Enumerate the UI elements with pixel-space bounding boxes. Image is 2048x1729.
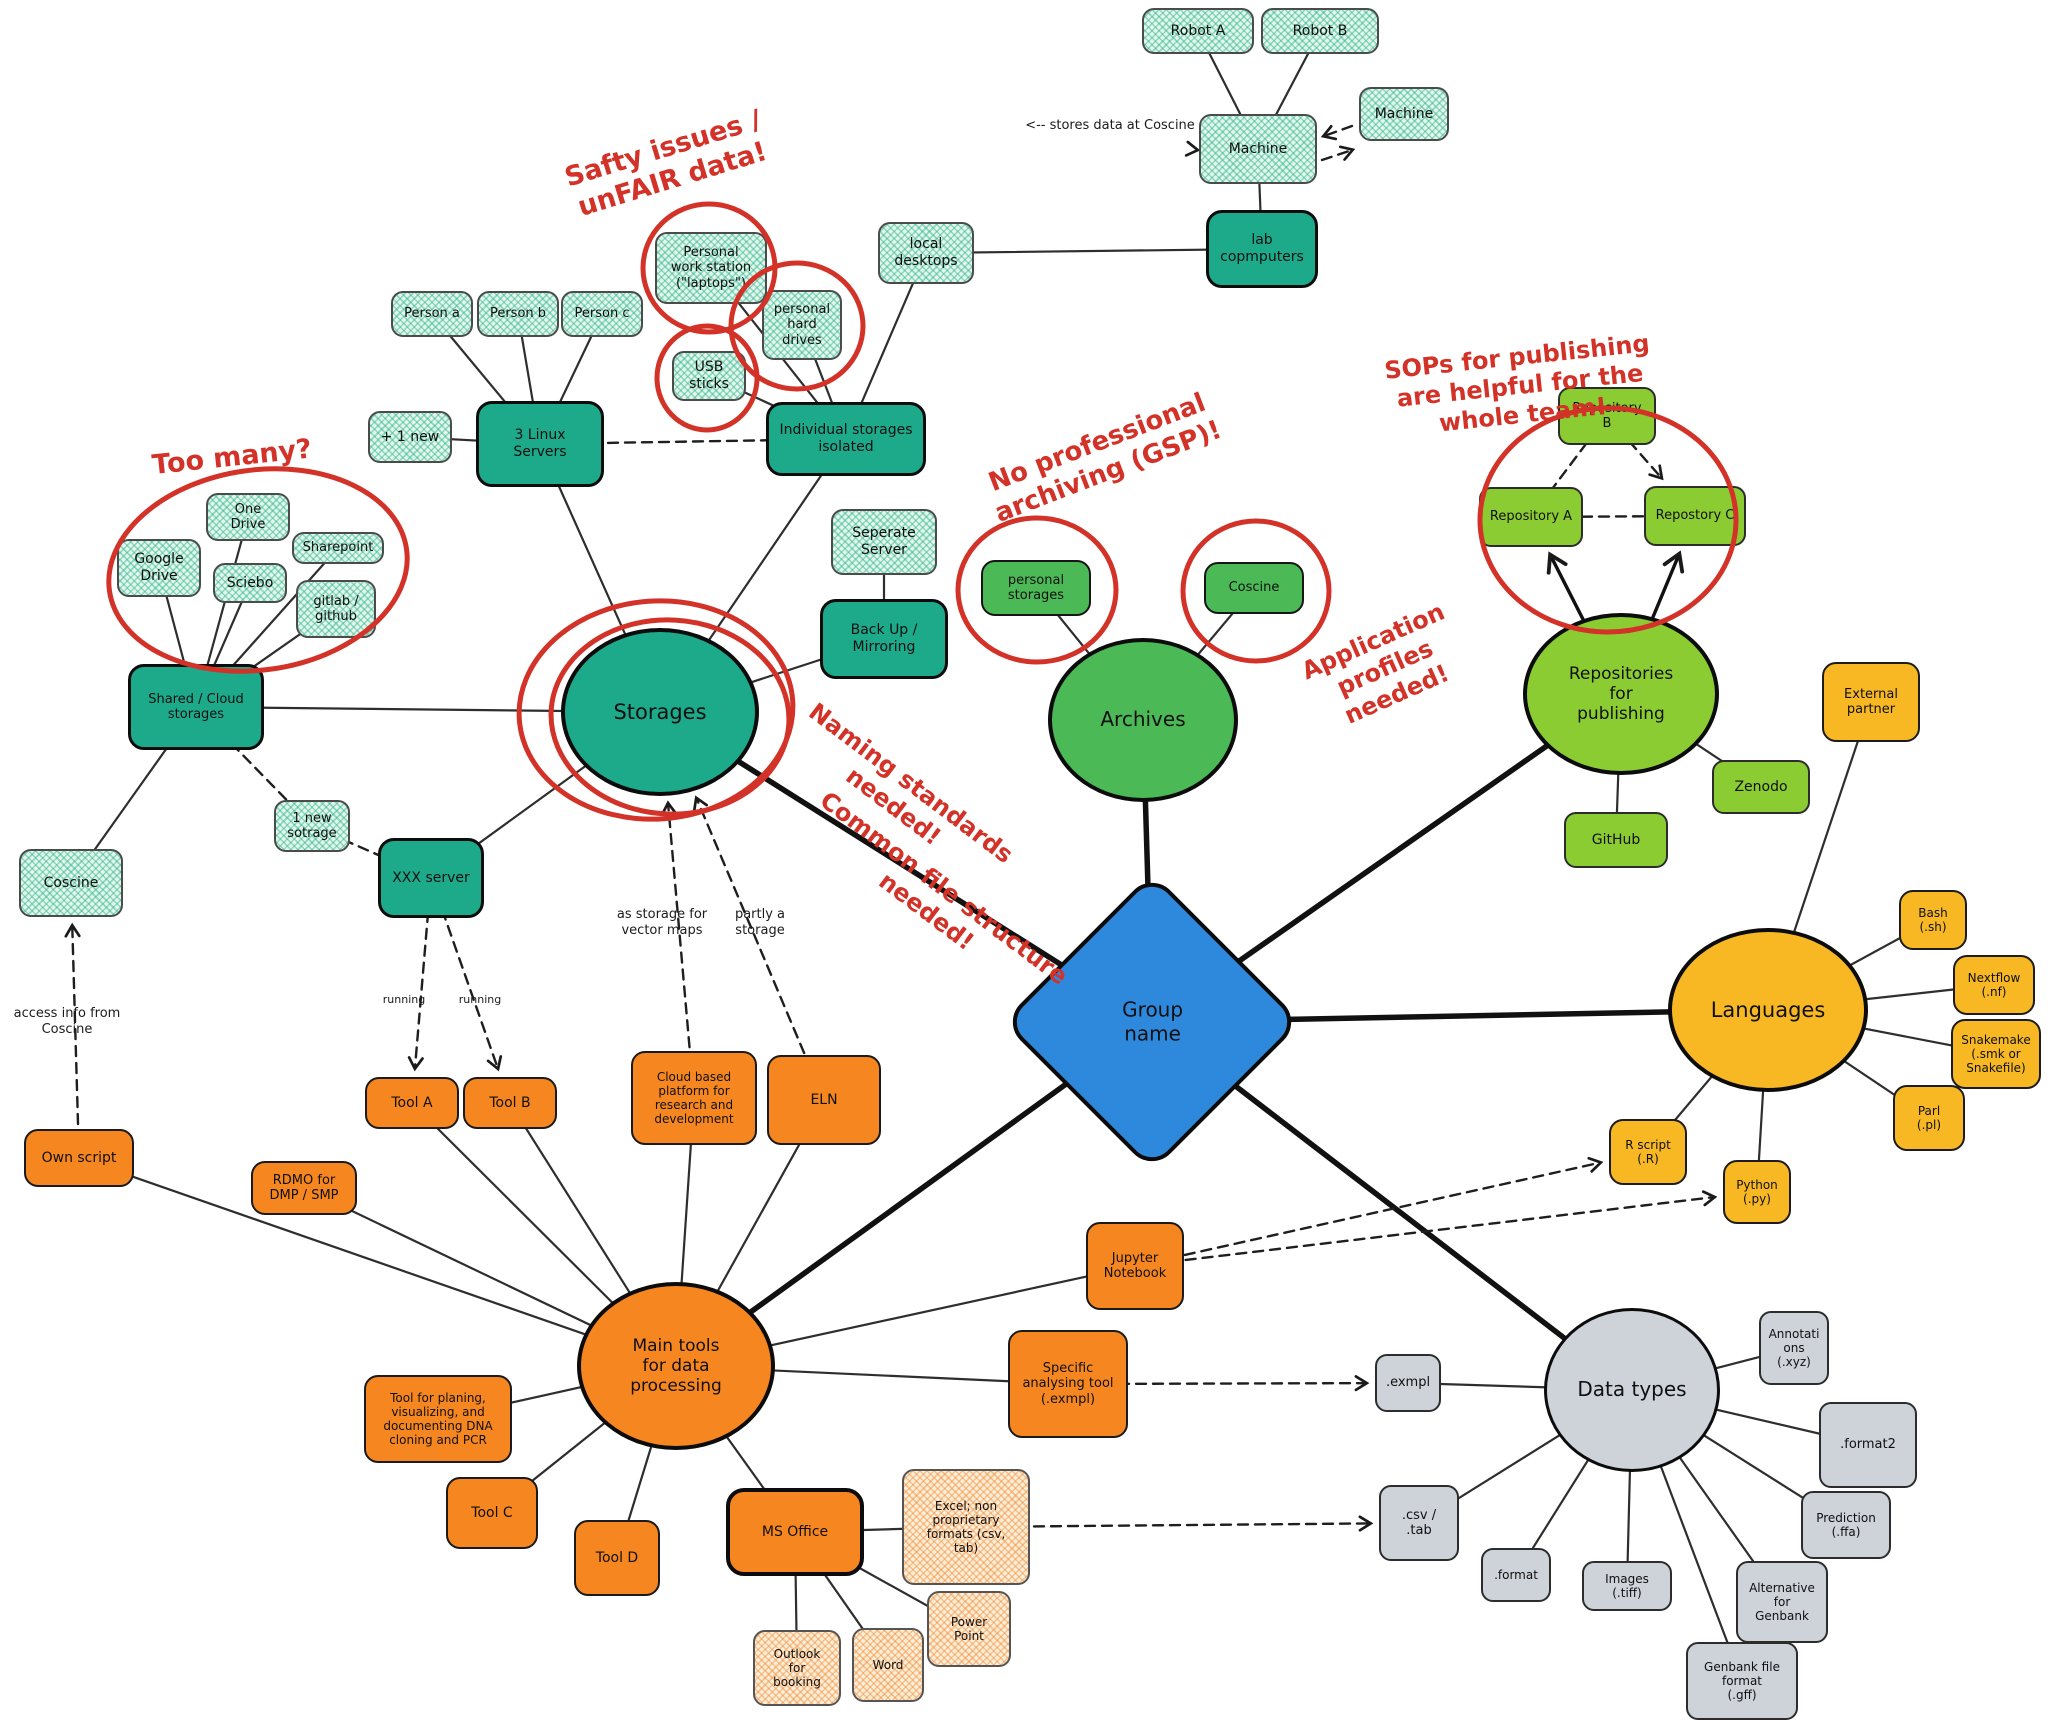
node-machine-b[interactable]: Machine xyxy=(1359,87,1449,141)
node-format[interactable]: .format xyxy=(1481,1548,1551,1602)
node-plus-1-new[interactable]: + 1 new xyxy=(368,411,452,463)
node-format2[interactable]: .format2 xyxy=(1819,1402,1917,1488)
label-access-info: access info from Coscine xyxy=(13,1005,121,1037)
node-snakemake[interactable]: Snakemake (.smk or Snakefile) xyxy=(1951,1019,2041,1089)
node-specific-tool[interactable]: Specific analysing tool (.exmpl) xyxy=(1008,1330,1128,1438)
node-personal-storages[interactable]: personal storages xyxy=(981,560,1091,616)
label-stores-data: <-- stores data at Coscine xyxy=(1025,117,1195,133)
node-shared-cloud[interactable]: Shared / Cloud storages xyxy=(128,664,264,750)
node-tool-c[interactable]: Tool C xyxy=(446,1477,538,1549)
node-lab-computers[interactable]: lab copmputers xyxy=(1206,210,1318,288)
node-word[interactable]: Word xyxy=(852,1628,924,1702)
node-local-desktops[interactable]: local desktops xyxy=(878,222,974,284)
node-own-script[interactable]: Own script xyxy=(24,1129,134,1187)
node-personal-hard-drives[interactable]: personal hard drives xyxy=(762,290,842,360)
node-person-a[interactable]: Person a xyxy=(391,291,473,337)
node-robot-b[interactable]: Robot B xyxy=(1261,8,1379,54)
label-as-storage: as storage for vector maps xyxy=(616,906,708,938)
node-ms-office[interactable]: MS Office xyxy=(726,1488,864,1576)
node-usb-sticks[interactable]: USB sticks xyxy=(672,351,746,401)
node-repository-b[interactable]: Repository B xyxy=(1558,387,1656,445)
node-one-drive[interactable]: One Drive xyxy=(206,493,290,541)
node-main-tools[interactable]: Main tools for data processing xyxy=(577,1282,775,1450)
node-repository-a[interactable]: Repository A xyxy=(1479,487,1583,547)
node-csv-tab[interactable]: .csv / .tab xyxy=(1379,1485,1459,1561)
node-python[interactable]: Python (.py) xyxy=(1723,1160,1791,1224)
node-seperate-server[interactable]: Seperate Server xyxy=(831,509,937,575)
node-exmpl[interactable]: .exmpl xyxy=(1375,1354,1441,1412)
node-tool-a[interactable]: Tool A xyxy=(365,1077,459,1129)
node-power-point[interactable]: Power Point xyxy=(927,1591,1011,1667)
node-r-script[interactable]: R script (.R) xyxy=(1609,1119,1687,1185)
node-person-b[interactable]: Person b xyxy=(477,291,559,337)
node-sciebo[interactable]: Sciebo xyxy=(213,563,287,603)
node-repositories[interactable]: Repositories for publishing xyxy=(1523,613,1719,775)
node-linux-servers[interactable]: 3 Linux Servers xyxy=(476,401,604,487)
node-outlook[interactable]: Outlook for booking xyxy=(753,1630,841,1706)
node-machine[interactable]: Machine xyxy=(1199,114,1317,184)
node-one-new-sotrage[interactable]: 1 new sotrage xyxy=(274,800,350,852)
node-alt-genbank[interactable]: Alternative for Genbank xyxy=(1736,1561,1828,1643)
node-robot-a[interactable]: Robot A xyxy=(1142,8,1254,54)
node-external-partner[interactable]: External partner xyxy=(1822,662,1920,742)
node-tool-planing[interactable]: Tool for planing, visualizing, and docum… xyxy=(364,1375,512,1463)
node-excel[interactable]: Excel; non proprietary formats (csv, tab… xyxy=(902,1469,1030,1585)
node-person-c[interactable]: Person c xyxy=(561,291,643,337)
node-google-drive[interactable]: Google Drive xyxy=(117,539,201,597)
node-sharepoint[interactable]: Sharepoint xyxy=(292,532,384,564)
node-coscine-left[interactable]: Coscine xyxy=(19,849,123,917)
node-backup[interactable]: Back Up / Mirroring xyxy=(820,599,948,679)
node-individual-storages[interactable]: Individual storages isolated xyxy=(766,402,926,476)
node-tool-b[interactable]: Tool B xyxy=(463,1077,557,1129)
node-gitlab-github[interactable]: gitlab / github xyxy=(296,580,376,638)
node-archives[interactable]: Archives xyxy=(1048,638,1238,802)
node-parl[interactable]: Parl (.pl) xyxy=(1893,1085,1965,1151)
label-running-2: running xyxy=(458,993,502,1007)
node-bash[interactable]: Bash (.sh) xyxy=(1899,890,1967,950)
node-languages[interactable]: Languages xyxy=(1668,928,1868,1092)
node-prediction[interactable]: Prediction (.ffa) xyxy=(1801,1491,1891,1559)
node-storages[interactable]: Storages xyxy=(561,628,759,796)
node-annotations[interactable]: Annotati ons (.xyz) xyxy=(1759,1311,1829,1385)
node-images[interactable]: Images (.tiff) xyxy=(1582,1561,1672,1611)
node-eln[interactable]: ELN xyxy=(767,1055,881,1145)
node-cloud-platform[interactable]: Cloud based platform for research and de… xyxy=(631,1051,757,1145)
node-nextflow[interactable]: Nextflow (.nf) xyxy=(1953,955,2035,1015)
node-xxx-server[interactable]: XXX server xyxy=(378,838,484,918)
node-zenodo[interactable]: Zenodo xyxy=(1712,760,1810,814)
node-jupyter[interactable]: Jupyter Notebook xyxy=(1086,1222,1184,1310)
node-genbank-gff[interactable]: Genbank file format (.gff) xyxy=(1686,1642,1798,1720)
node-group-name[interactable]: Group name xyxy=(1002,872,1302,1172)
label-partly-storage: partly a storage xyxy=(734,906,786,938)
node-tool-d[interactable]: Tool D xyxy=(574,1520,660,1596)
node-data-types[interactable]: Data types xyxy=(1544,1308,1720,1472)
label-running-1: running xyxy=(382,993,426,1007)
node-coscine-green[interactable]: Coscine xyxy=(1204,562,1304,614)
node-repostory-c[interactable]: Repostory C xyxy=(1644,486,1746,546)
node-rdmo[interactable]: RDMO for DMP / SMP xyxy=(251,1161,357,1215)
node-label-group-name: Group name xyxy=(1121,997,1183,1045)
node-github[interactable]: GitHub xyxy=(1564,812,1668,868)
node-personal-work-station[interactable]: Personal work station ("laptops") xyxy=(655,232,767,304)
